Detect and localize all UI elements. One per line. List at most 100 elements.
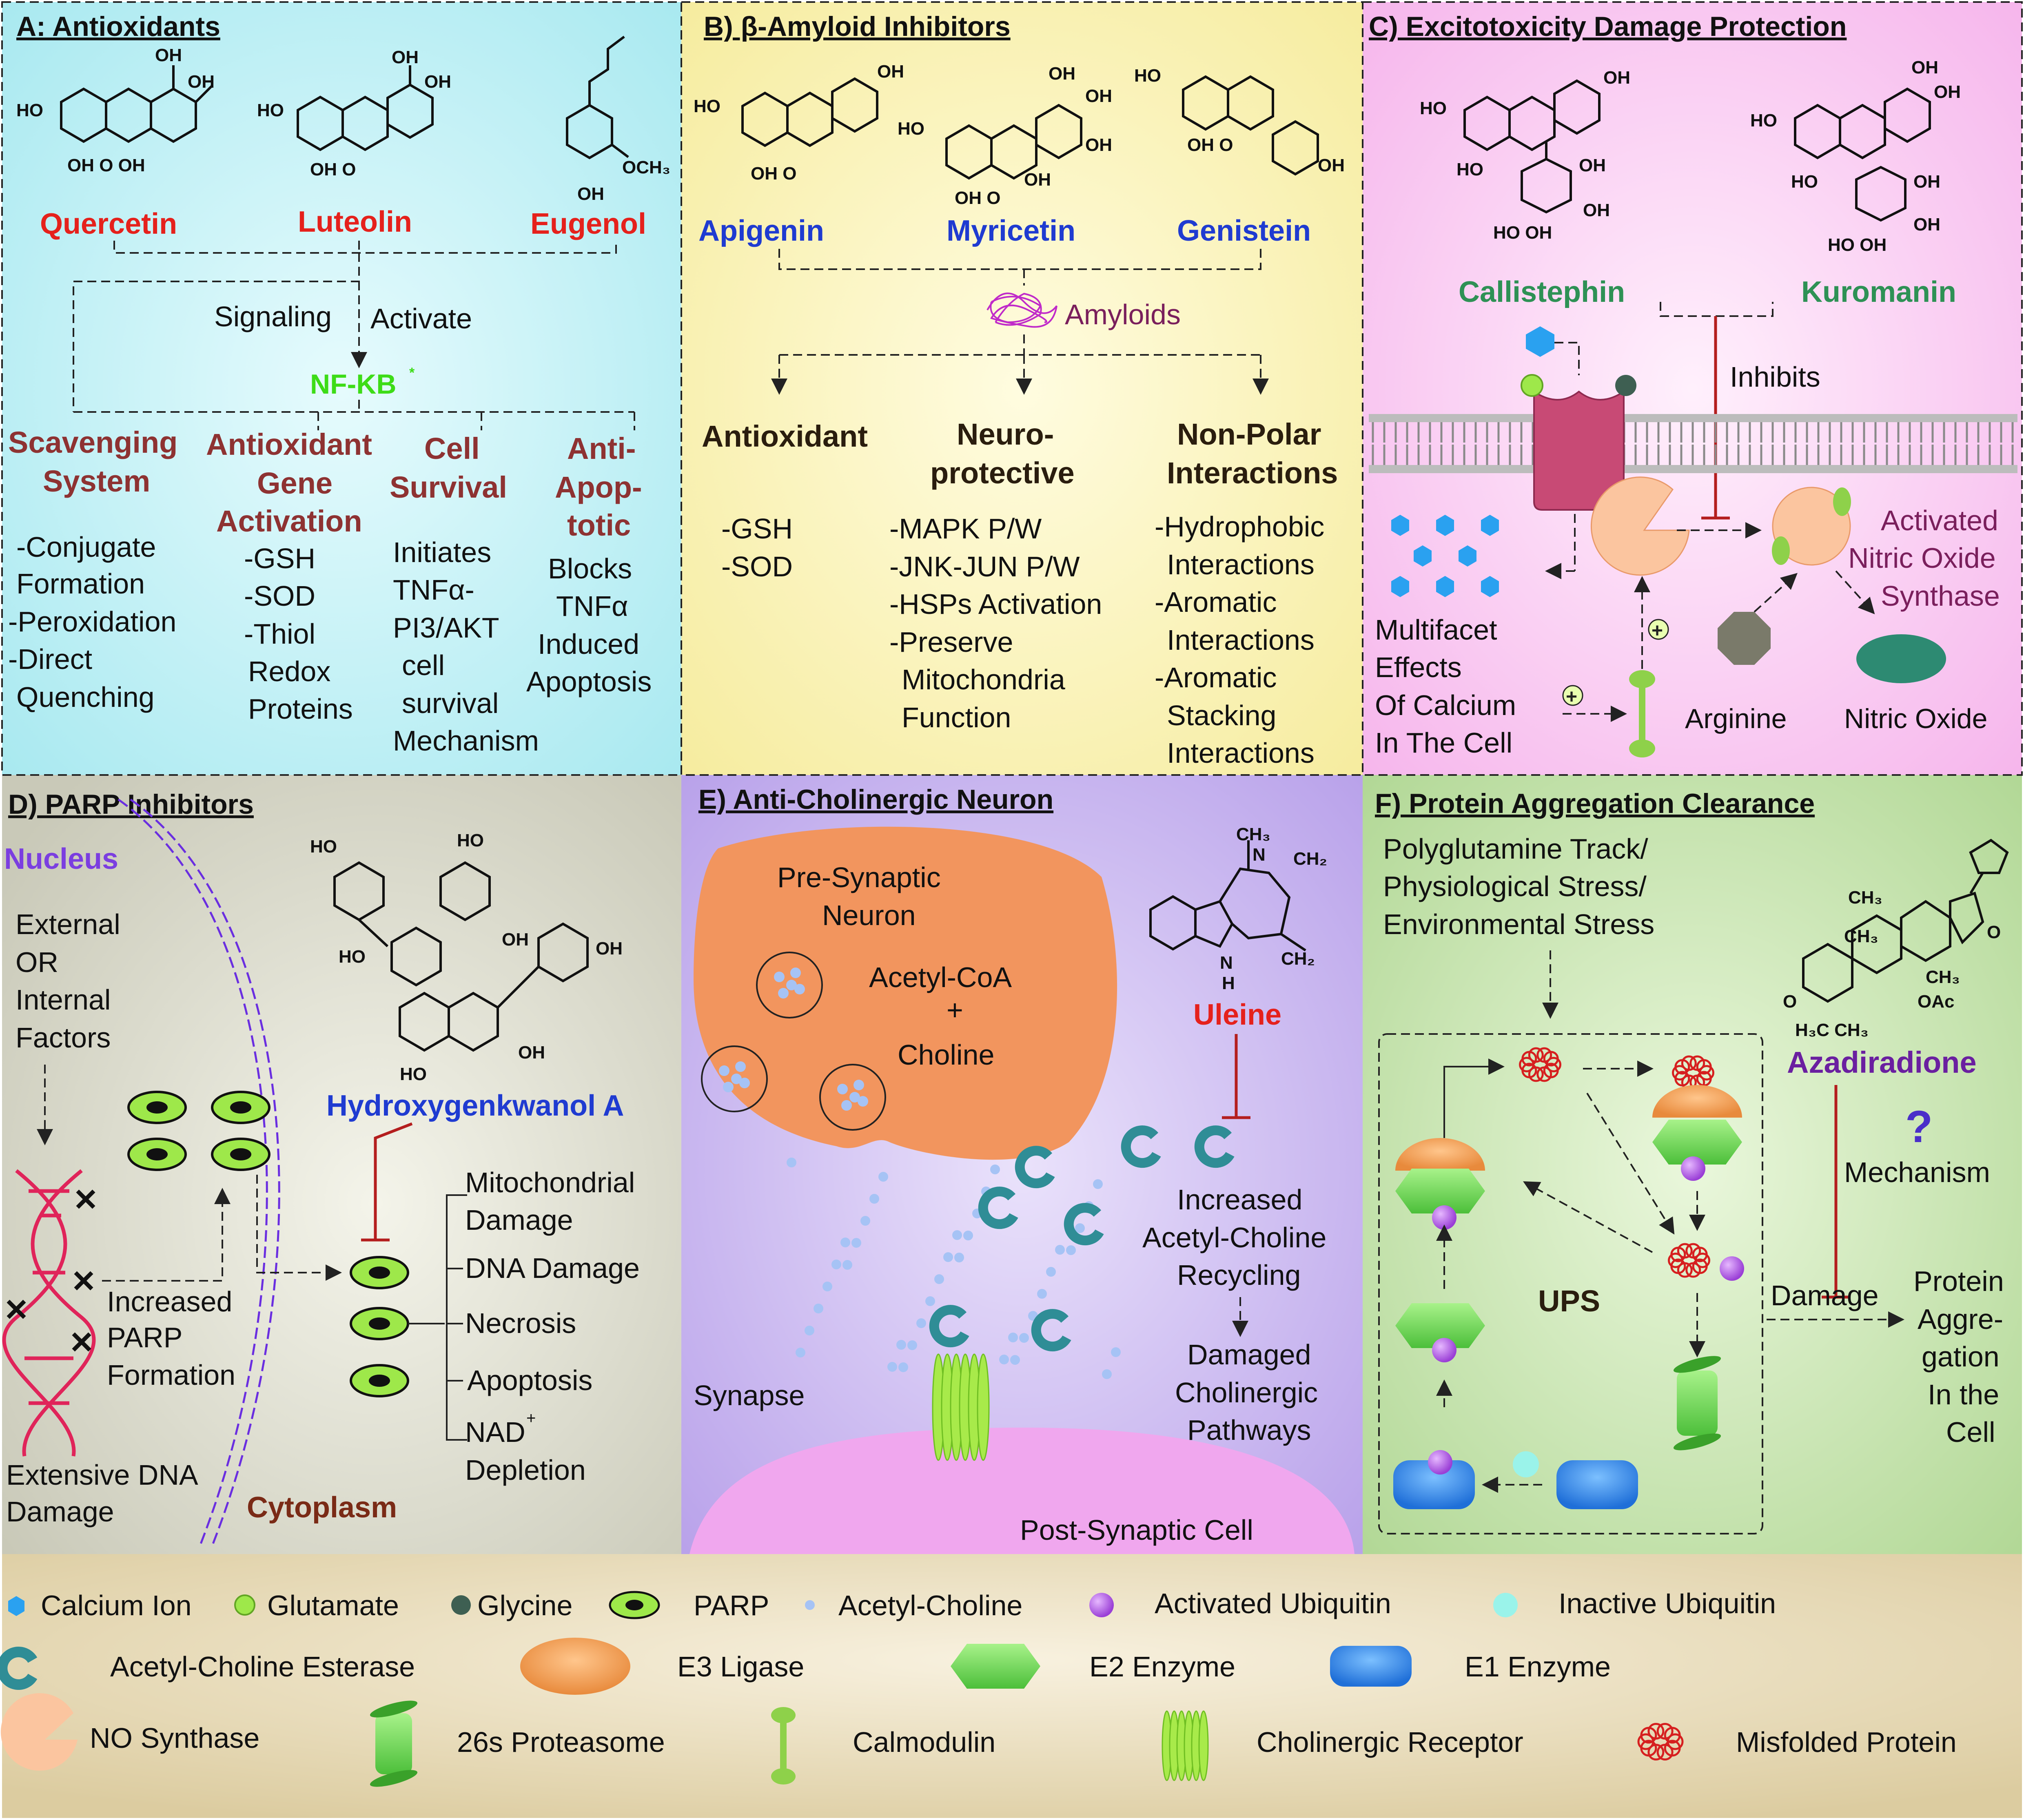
svg-text:OH: OH — [1911, 58, 1938, 77]
legend-parp: PARP — [694, 1590, 769, 1621]
svg-text:TNFα-: TNFα- — [393, 574, 474, 606]
panel-f-title: F) Protein Aggregation Clearance — [1375, 788, 1815, 819]
svg-text:CH₃: CH₃ — [1848, 888, 1882, 908]
svg-text:-Hydrophobic: -Hydrophobic — [1155, 511, 1324, 542]
category-antioxidant-0: Antioxidant — [206, 427, 372, 461]
acetylcholine — [1019, 1333, 1029, 1343]
svg-text:NAD: NAD — [465, 1416, 525, 1448]
acetylcholine — [1102, 1369, 1112, 1379]
svg-text:Acetyl-Choline: Acetyl-Choline — [1142, 1222, 1326, 1253]
svg-text:External: External — [16, 908, 120, 940]
svg-text:-GSH: -GSH — [721, 513, 793, 545]
compound-myricetin: Myricetin — [947, 215, 1075, 247]
legend-receptor-icon — [1162, 1710, 1209, 1781]
acetylcholine — [887, 1362, 897, 1372]
activated-nos-1: Nitric Oxide — [1848, 542, 1996, 574]
acetylcholine — [925, 1296, 935, 1306]
legend-glycine: Glycine — [477, 1590, 572, 1621]
eugenol-structure — [566, 35, 629, 159]
calcium-ion — [1414, 545, 1432, 567]
svg-text:-GSH: -GSH — [244, 542, 315, 574]
svg-text:Increased: Increased — [1177, 1184, 1302, 1216]
svg-text:protective: protective — [930, 456, 1075, 490]
acetylcholine — [963, 1231, 973, 1240]
compound-hydroxygenkwanol: Hydroxygenkwanol A — [326, 1089, 624, 1122]
legend-receptor: Cholinergic Receptor — [1257, 1726, 1523, 1758]
compound-eugenol: Eugenol — [530, 208, 646, 240]
svg-text:Apoptosis: Apoptosis — [526, 666, 652, 697]
legend-glycine-icon — [451, 1595, 471, 1615]
category-cell-0: Cell — [424, 432, 480, 465]
svg-text:OH O: OH O — [310, 159, 356, 179]
luteolin-structure — [297, 65, 434, 151]
calcium-ion — [1391, 515, 1409, 536]
legend-e3-icon — [520, 1638, 630, 1695]
panel-d-bg — [2, 775, 681, 1554]
svg-text:*: * — [409, 365, 415, 381]
svg-text:Interactions: Interactions — [1167, 549, 1315, 580]
acetylcholine — [842, 1260, 852, 1270]
svg-text:HO: HO — [457, 830, 484, 850]
svg-text:Protein: Protein — [1913, 1265, 2004, 1297]
svg-text:Choline: Choline — [898, 1039, 994, 1071]
legend-proteasome-icon — [375, 1713, 412, 1774]
svg-text:HO: HO — [694, 96, 720, 116]
svg-text:Necrosis: Necrosis — [465, 1307, 576, 1339]
activated-nos-0: Activated — [1881, 505, 1998, 536]
svg-text:Damaged: Damaged — [1187, 1339, 1311, 1371]
plus-sign-2: + — [1566, 686, 1577, 708]
acetylcholine — [1046, 1267, 1056, 1277]
svg-text:HO: HO — [1791, 172, 1818, 192]
svg-text:HO: HO — [1750, 111, 1777, 131]
svg-text:Induced: Induced — [538, 628, 639, 660]
svg-text:OH: OH — [1934, 82, 1961, 102]
svg-text:OR: OR — [16, 946, 58, 978]
compound-genistein: Genistein — [1177, 215, 1311, 247]
svg-text:Non-Polar: Non-Polar — [1177, 417, 1321, 451]
svg-text:CH₃: CH₃ — [1926, 967, 1960, 987]
apigenin-structure — [741, 77, 878, 147]
arginine-icon — [1718, 612, 1771, 665]
calcium-ions — [1391, 515, 1499, 597]
acetylcholine — [1093, 1179, 1103, 1189]
svg-text:OH: OH — [1579, 155, 1606, 175]
ups-label: UPS — [1538, 1284, 1600, 1318]
compound-callistephin: Callistephin — [1459, 276, 1625, 308]
svg-text:Formation: Formation — [107, 1359, 235, 1391]
svg-text:OH: OH — [1024, 170, 1051, 190]
compound-luteolin: Luteolin — [298, 206, 412, 238]
category-antioxidant-1: Gene — [257, 466, 333, 500]
no-synthase-icon — [1591, 476, 1690, 576]
legend-e1-icon — [1330, 1646, 1412, 1687]
svg-text:Quenching: Quenching — [16, 681, 155, 713]
svg-text:In The Cell: In The Cell — [1375, 727, 1512, 759]
svg-text:Antioxidant: Antioxidant — [702, 419, 868, 453]
dna-damage-1: Damage — [6, 1496, 114, 1528]
svg-text:OH: OH — [1583, 200, 1610, 220]
acetylcholine — [999, 1355, 1009, 1364]
svg-text:+: + — [947, 994, 963, 1026]
svg-text:Physiological Stress/: Physiological Stress/ — [1383, 870, 1647, 902]
svg-text:Apoptosis: Apoptosis — [467, 1364, 592, 1396]
acetylcholine — [814, 1304, 823, 1313]
svg-text:Of Calcium: Of Calcium — [1375, 689, 1516, 721]
legend-calcium-icon — [8, 1596, 24, 1616]
category-scavenging-0: Scavenging — [8, 425, 177, 459]
svg-text:DNA Damage: DNA Damage — [465, 1252, 640, 1284]
acetylcholine — [952, 1230, 962, 1240]
svg-text:Interactions: Interactions — [1167, 624, 1315, 656]
svg-text:-Aromatic: -Aromatic — [1155, 586, 1277, 618]
presynaptic-neuron — [694, 826, 1117, 1160]
svg-text:Formation: Formation — [16, 568, 145, 600]
svg-text:Neuron: Neuron — [822, 899, 916, 931]
nitric-oxide-label: Nitric Oxide — [1844, 703, 1987, 734]
acetylcholine-esterases — [929, 1125, 1235, 1352]
signaling-label: Signaling — [214, 301, 332, 332]
acetylcholine — [898, 1362, 908, 1372]
svg-text:-SOD: -SOD — [244, 580, 315, 612]
svg-text:-Direct: -Direct — [8, 643, 92, 675]
svg-text:O: O — [1783, 992, 1797, 1012]
vesicles — [701, 952, 886, 1131]
svg-text:cell: cell — [402, 649, 445, 681]
svg-text:Cholinergic: Cholinergic — [1175, 1377, 1318, 1408]
